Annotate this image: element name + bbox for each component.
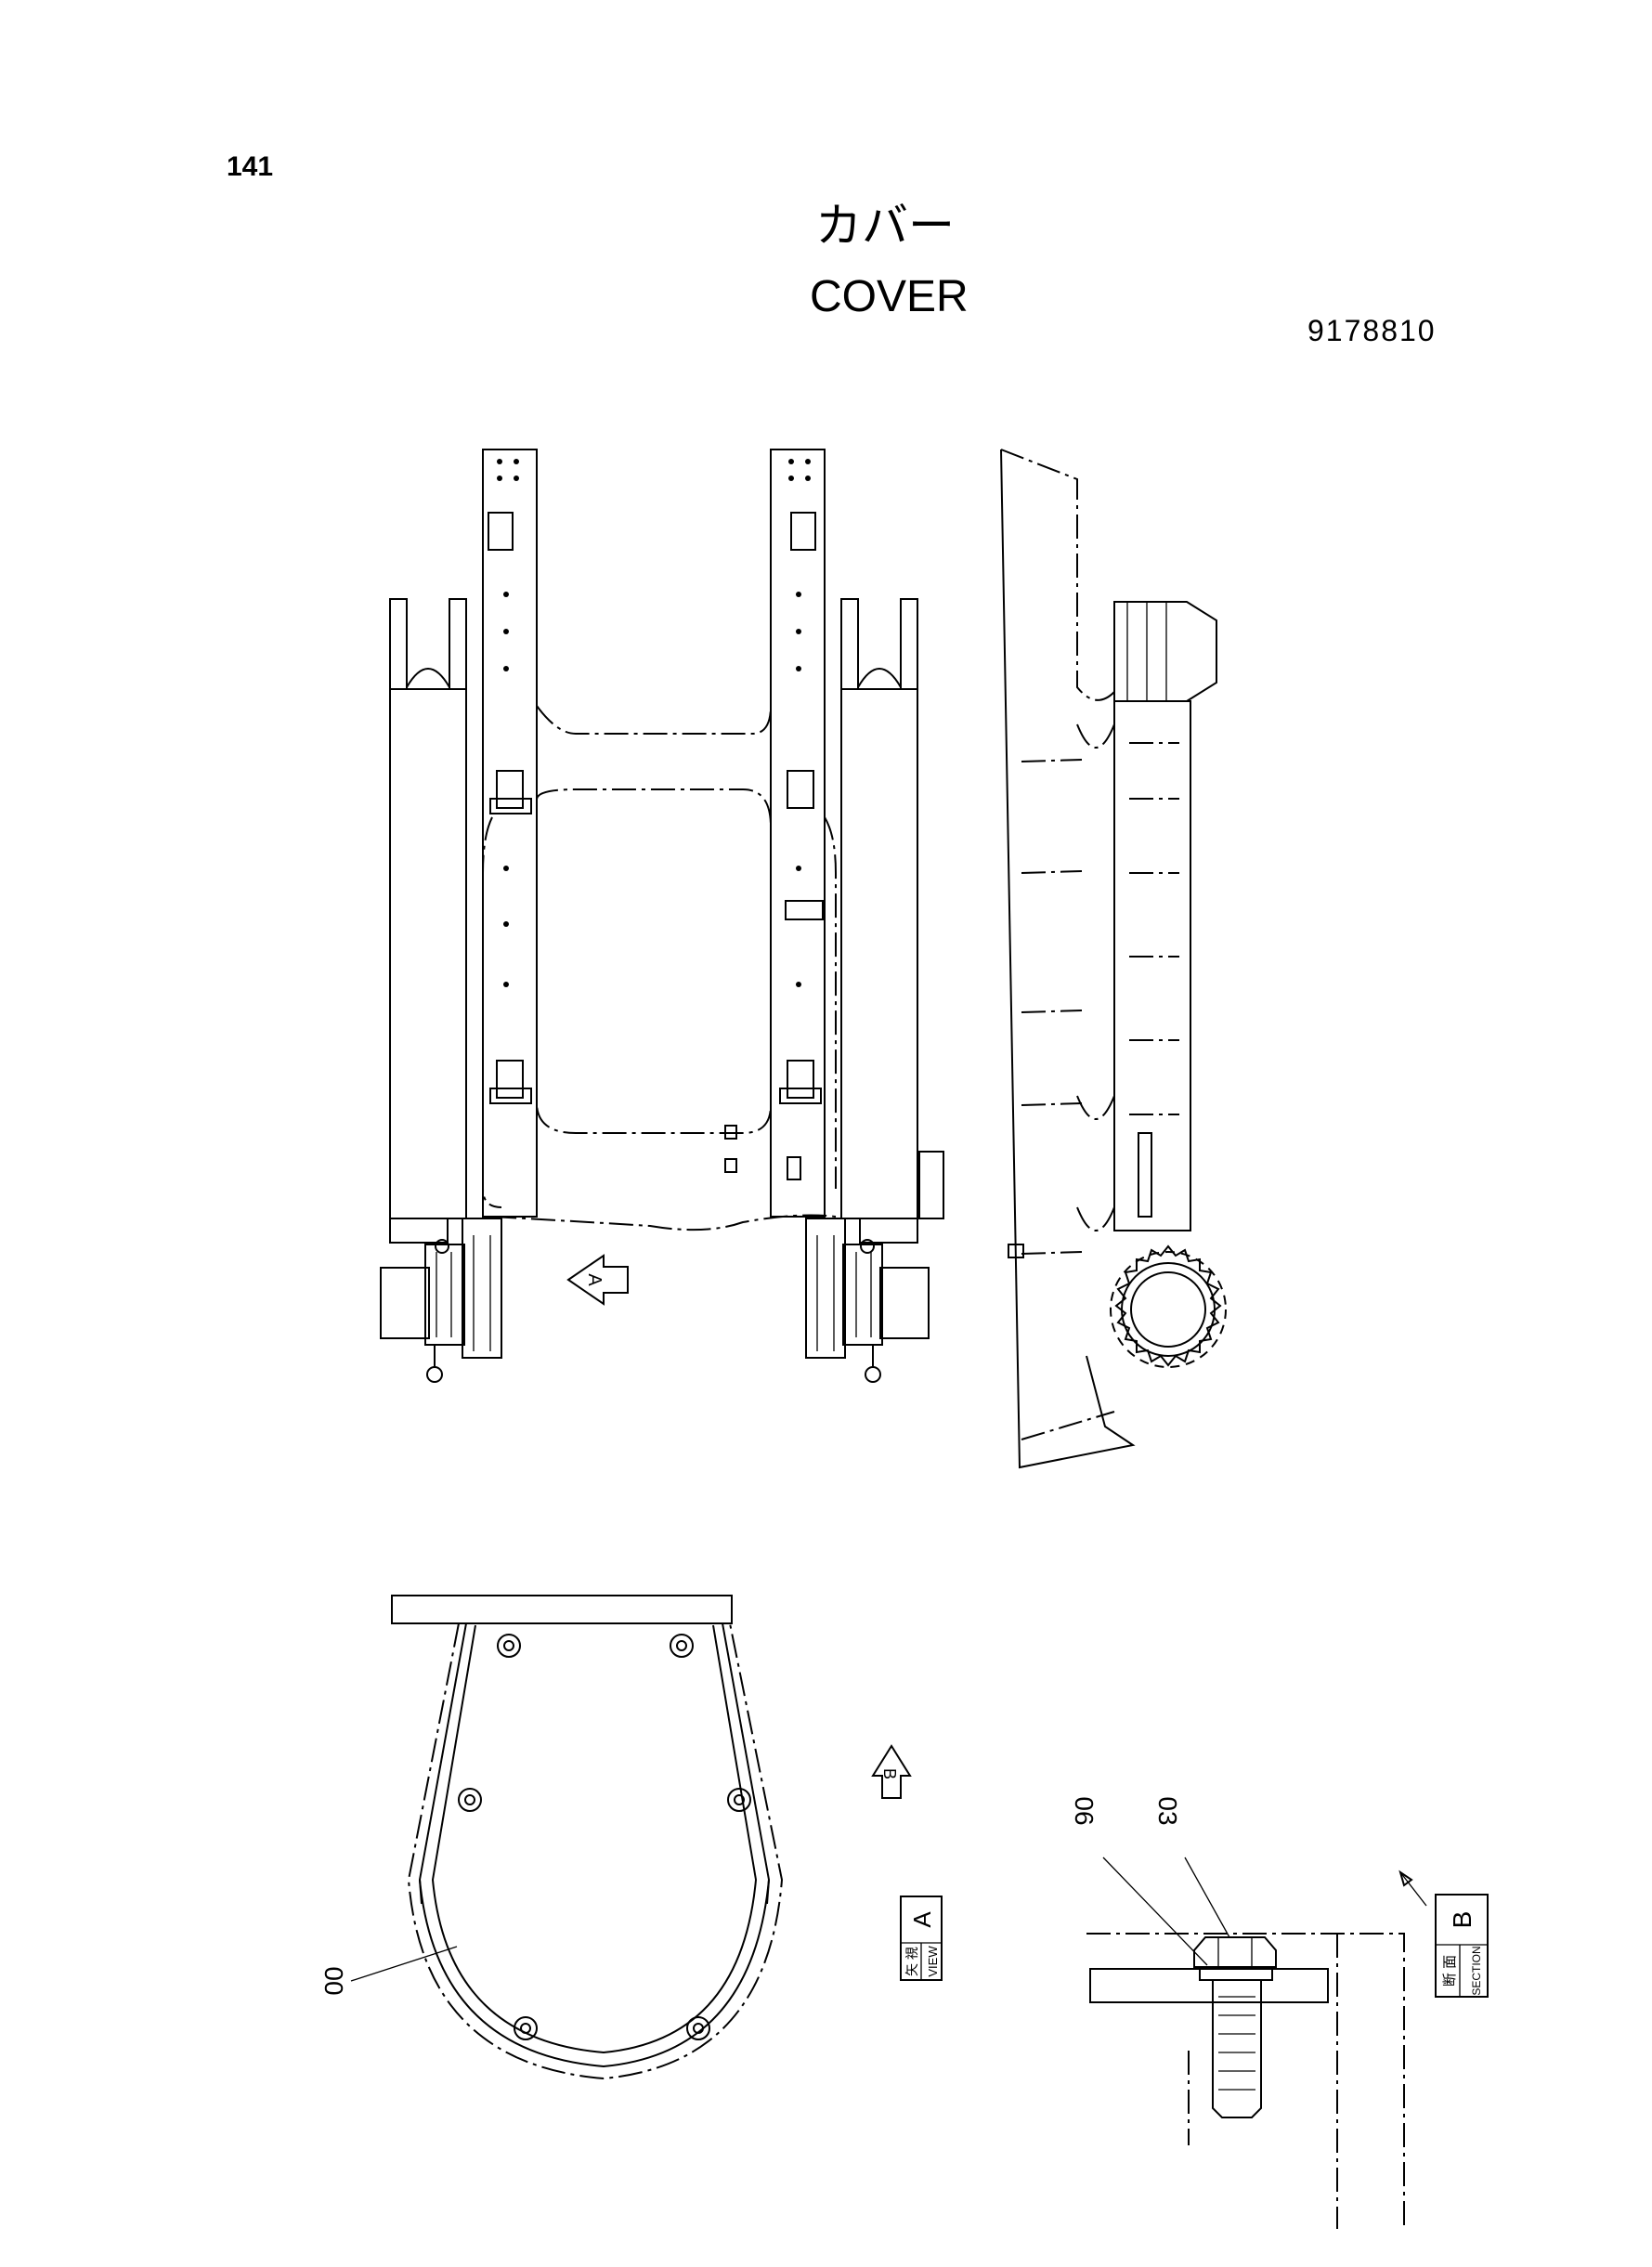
part-number: 9178810 — [1307, 314, 1437, 347]
callout-03: 03 — [1153, 1796, 1182, 1825]
page-number: 141 — [227, 151, 274, 182]
svg-text:B: B — [1448, 1911, 1476, 1929]
leader-line-06 — [1102, 1857, 1208, 1966]
section-b-label: 断 面 SECTION B — [1435, 1894, 1489, 1998]
view-a-label: 矢 視 VIEW A — [900, 1896, 943, 1981]
title-japanese: カバー — [815, 199, 955, 253]
right-travel-motor — [805, 1218, 930, 1383]
svg-text:B: B — [880, 1768, 899, 1779]
callout-06: 06 — [1070, 1796, 1099, 1825]
left-travel-motor — [380, 1218, 502, 1383]
title-english: COVER — [810, 272, 969, 321]
sprocket — [1110, 1244, 1227, 1368]
svg-text:SECTION: SECTION — [1470, 1946, 1483, 1995]
callout-00: 00 — [319, 1966, 348, 1995]
svg-text:VIEW: VIEW — [926, 1946, 940, 1977]
leader-line-00 — [350, 1946, 458, 1982]
svg-text:矢 視: 矢 視 — [904, 1947, 919, 1976]
track-frame-side-view — [1000, 449, 1227, 1469]
track-frame-top-view: A — [380, 449, 944, 1383]
view-arrow-b: B — [871, 1744, 912, 1799]
svg-text:A: A — [908, 1911, 936, 1928]
cover-view-a: 00 — [319, 1595, 784, 2080]
cover-bolts — [458, 1634, 751, 2040]
svg-text:A: A — [584, 1273, 605, 1286]
section-b-detail: 06 03 — [1070, 1796, 1427, 2229]
svg-text:断 面: 断 面 — [1442, 1955, 1458, 1987]
view-arrow-a: A — [566, 1254, 629, 1306]
leader-line-03 — [1184, 1857, 1230, 1938]
